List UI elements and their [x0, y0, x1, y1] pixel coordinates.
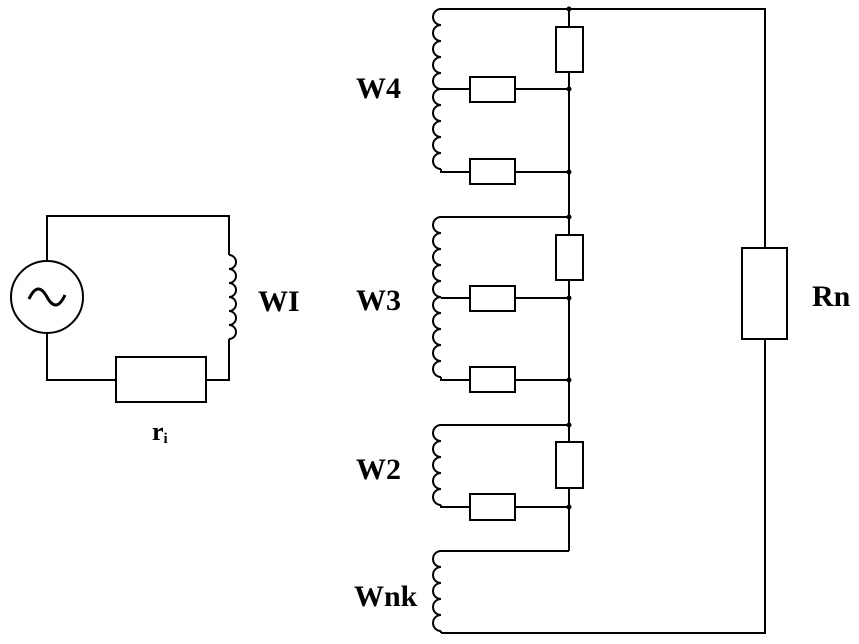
w4-series-resistor — [555, 26, 584, 73]
w3-series-resistor — [555, 234, 584, 281]
w4-tap-2-wire — [440, 169, 569, 173]
w2-tap-wire — [440, 505, 569, 508]
winding-w2-coil — [432, 424, 442, 506]
winding-section-w4: W4 — [356, 6, 584, 185]
primary-wire-top — [46, 215, 230, 262]
load-resistor-rn — [741, 247, 788, 340]
label-w2: W2 — [356, 453, 401, 486]
junction-dot — [566, 504, 572, 510]
winding-section-wnk: Wnk — [354, 550, 569, 633]
w3-tap-resistor-1 — [469, 285, 516, 312]
label-w3: W3 — [356, 284, 401, 317]
secondary-circuit: Rn W4 W3 — [354, 6, 851, 634]
label-ri: ri — [152, 417, 168, 447]
winding-section-w3: W3 — [356, 214, 584, 393]
label-rn: Rn — [812, 280, 851, 313]
winding-wnk-coil — [432, 550, 442, 633]
primary-circuit: WI ri — [10, 215, 300, 447]
w4-tap-resistor-1 — [469, 76, 516, 103]
junction-dot — [566, 377, 572, 383]
internal-resistor-ri — [115, 356, 207, 403]
junction-dot — [566, 86, 572, 92]
label-wnk: Wnk — [354, 580, 418, 613]
label-w1: WI — [258, 285, 300, 318]
junction-dot — [566, 295, 572, 301]
junction-dot — [566, 422, 572, 428]
w2-tap-resistor — [469, 493, 516, 521]
w2-series-resistor — [555, 441, 584, 489]
junction-dot — [566, 214, 572, 220]
junction-dot — [566, 6, 572, 12]
junction-dot — [566, 169, 572, 175]
main-bus-top — [441, 8, 766, 248]
winding-w3-coil — [432, 216, 442, 378]
main-bus-bottom — [441, 339, 766, 634]
primary-winding-w1 — [228, 254, 237, 340]
ac-source-sine-icon — [27, 287, 67, 307]
primary-wire-bottom — [46, 332, 230, 381]
winding-section-w2: W2 — [356, 422, 584, 521]
winding-w4-coil — [432, 8, 442, 170]
w3-tap-2-wire — [440, 377, 569, 381]
label-w4: W4 — [356, 72, 401, 105]
w3-tap-resistor-2 — [469, 366, 516, 393]
w4-tap-resistor-2 — [469, 158, 516, 185]
